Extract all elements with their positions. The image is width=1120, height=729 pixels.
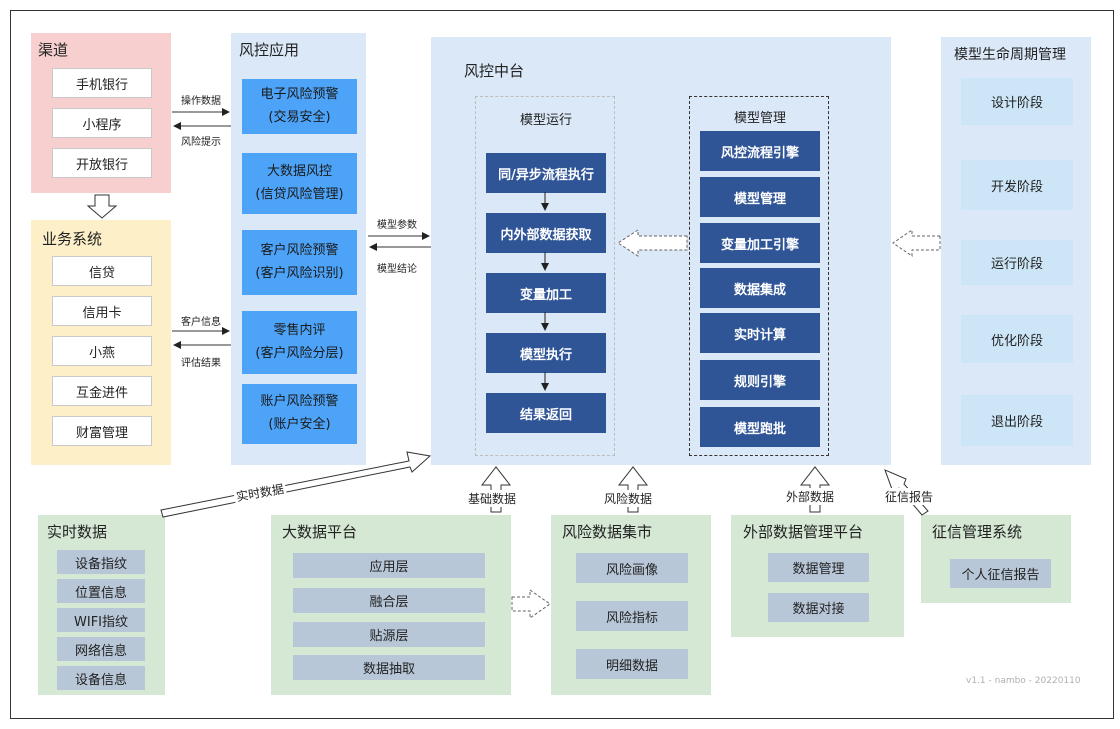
label-external-data: 外部数据 bbox=[784, 488, 837, 505]
channel-title: 渠道 bbox=[38, 41, 69, 59]
business-panel: 业务系统 信贷 信用卡 小燕 互金进件 财富管理 bbox=[31, 220, 171, 465]
hollow-arrow bbox=[160, 451, 432, 518]
external-panel: 外部数据管理平台 数据管理 数据对接 bbox=[731, 515, 904, 637]
bigdata-layer: 数据抽取 bbox=[293, 655, 485, 680]
risk-center-title: 风控中台 bbox=[464, 62, 525, 80]
bigdata-title: 大数据平台 bbox=[282, 523, 358, 541]
run-step: 同/异步流程执行 bbox=[486, 153, 606, 193]
external-title: 外部数据管理平台 bbox=[743, 523, 864, 541]
hollow-arrow bbox=[617, 229, 688, 257]
business-item: 信贷 bbox=[52, 256, 152, 286]
risk-app-item-name: 电子风险预警 bbox=[260, 86, 339, 102]
channel-item: 开放银行 bbox=[52, 148, 152, 178]
bigdata-layer: 贴源层 bbox=[293, 622, 485, 647]
model-mgmt-group: 模型管理 风控流程引擎 模型管理 变量加工引擎 数据集成 实时计算 规则引擎 模… bbox=[689, 96, 829, 456]
credit-panel: 征信管理系统 个人征信报告 bbox=[921, 515, 1071, 603]
hollow-arrow bbox=[511, 589, 551, 619]
bigdata-layer: 融合层 bbox=[293, 588, 485, 613]
lifecycle-stage: 设计阶段 bbox=[961, 78, 1073, 125]
external-item: 数据管理 bbox=[768, 553, 869, 582]
credit-item: 个人征信报告 bbox=[950, 559, 1051, 588]
risk-app-item-name: 客户风险预警 bbox=[260, 242, 339, 258]
risk-app-item-desc: (账户安全) bbox=[268, 417, 331, 432]
data-mart-item: 明细数据 bbox=[576, 649, 688, 679]
mgmt-item: 风控流程引擎 bbox=[700, 131, 820, 171]
realtime-item: WIFI指纹 bbox=[57, 608, 145, 632]
hollow-arrow bbox=[892, 229, 941, 257]
run-step: 结果返回 bbox=[486, 393, 606, 433]
data-mart-panel: 风险数据集市 风险画像 风险指标 明细数据 bbox=[551, 515, 711, 695]
channel-panel: 渠道 手机银行 小程序 开放银行 bbox=[31, 33, 171, 193]
diagram-frame bbox=[10, 10, 1114, 719]
data-mart-item: 风险画像 bbox=[576, 553, 688, 583]
risk-app-item-name: 零售内评 bbox=[273, 322, 326, 338]
lifecycle-stage: 运行阶段 bbox=[961, 240, 1073, 285]
label-risk-hint: 风险提示 bbox=[181, 137, 221, 148]
mgmt-item: 实时计算 bbox=[700, 313, 820, 353]
data-mart-item: 风险指标 bbox=[576, 601, 688, 631]
bigdata-panel: 大数据平台 应用层 融合层 贴源层 数据抽取 bbox=[271, 515, 511, 695]
lifecycle-title: 模型生命周期管理 bbox=[954, 47, 1066, 63]
hollow-arrow bbox=[617, 466, 649, 513]
mgmt-item: 模型管理 bbox=[700, 177, 820, 217]
risk-app-item: 电子风险预警 (交易安全) bbox=[242, 79, 357, 134]
label-model-param: 模型参数 bbox=[377, 220, 417, 231]
label-op-data: 操作数据 bbox=[181, 96, 221, 107]
lifecycle-stage: 开发阶段 bbox=[961, 160, 1073, 210]
business-item: 互金进件 bbox=[52, 376, 152, 406]
bigdata-layer: 应用层 bbox=[293, 553, 485, 578]
lifecycle-stage: 优化阶段 bbox=[961, 315, 1073, 363]
run-step: 变量加工 bbox=[486, 273, 606, 313]
realtime-item: 网络信息 bbox=[57, 637, 145, 661]
model-run-group: 模型运行 同/异步流程执行 内外部数据获取 变量加工 模型执行 结果返回 bbox=[475, 96, 615, 456]
risk-app-item: 客户风险预警 (客户风险识别) bbox=[242, 230, 357, 295]
risk-center-panel: 风控中台 模型运行 同/异步流程执行 内外部数据获取 变量加工 模型执行 结果返… bbox=[431, 37, 891, 465]
risk-app-item: 大数据风控 (信贷风险管理) bbox=[242, 153, 357, 214]
realtime-panel: 实时数据 设备指纹 位置信息 WIFI指纹 网络信息 设备信息 bbox=[38, 515, 165, 695]
run-step: 内外部数据获取 bbox=[486, 213, 606, 253]
version-text: v1.1 - nambo - 20220110 bbox=[966, 676, 1081, 686]
risk-app-panel: 风控应用 电子风险预警 (交易安全) 大数据风控 (信贷风险管理) 客户风险预警… bbox=[231, 33, 366, 465]
risk-app-item: 账户风险预警 (账户安全) bbox=[242, 384, 357, 444]
channel-item: 小程序 bbox=[52, 108, 152, 138]
business-item: 财富管理 bbox=[52, 416, 152, 446]
mgmt-item: 模型跑批 bbox=[700, 407, 820, 447]
run-step: 模型执行 bbox=[486, 333, 606, 373]
lifecycle-panel: 模型生命周期管理 设计阶段 开发阶段 运行阶段 优化阶段 退出阶段 bbox=[941, 37, 1091, 465]
risk-app-item: 零售内评 (客户风险分层) bbox=[242, 311, 357, 374]
data-mart-title: 风险数据集市 bbox=[562, 523, 653, 541]
risk-app-item-desc: (交易安全) bbox=[268, 109, 331, 125]
mgmt-item: 规则引擎 bbox=[700, 360, 820, 400]
label-risk-data: 风险数据 bbox=[602, 490, 655, 507]
mgmt-item: 变量加工引擎 bbox=[700, 223, 820, 263]
label-credit-report: 征信报告 bbox=[883, 488, 936, 505]
label-eval-result: 评估结果 bbox=[181, 358, 221, 369]
business-item: 信用卡 bbox=[52, 296, 152, 326]
model-mgmt-title: 模型管理 bbox=[733, 111, 786, 126]
risk-app-item-name: 大数据风控 bbox=[266, 163, 332, 179]
realtime-title: 实时数据 bbox=[47, 523, 108, 541]
mgmt-item: 数据集成 bbox=[700, 268, 820, 308]
channel-item: 手机银行 bbox=[52, 68, 152, 98]
risk-app-item-desc: (信贷风险管理) bbox=[255, 186, 344, 202]
risk-app-title: 风控应用 bbox=[239, 41, 300, 59]
risk-app-item-desc: (客户风险分层) bbox=[255, 345, 344, 361]
hollow-arrow bbox=[86, 194, 118, 219]
realtime-item: 设备信息 bbox=[57, 666, 145, 690]
realtime-item: 位置信息 bbox=[57, 579, 145, 603]
label-cust-info: 客户信息 bbox=[181, 317, 221, 328]
business-title: 业务系统 bbox=[42, 230, 103, 248]
lifecycle-stage: 退出阶段 bbox=[961, 395, 1073, 446]
credit-title: 征信管理系统 bbox=[932, 523, 1023, 541]
risk-app-item-name: 账户风险预警 bbox=[260, 394, 339, 410]
model-run-title: 模型运行 bbox=[519, 113, 572, 128]
label-base-data: 基础数据 bbox=[466, 490, 519, 507]
risk-app-item-desc: (客户风险识别) bbox=[255, 265, 344, 281]
realtime-item: 设备指纹 bbox=[57, 550, 145, 574]
label-model-result: 模型结论 bbox=[377, 264, 417, 275]
business-item: 小燕 bbox=[52, 336, 152, 366]
external-item: 数据对接 bbox=[768, 593, 869, 622]
hollow-arrow bbox=[480, 466, 512, 513]
